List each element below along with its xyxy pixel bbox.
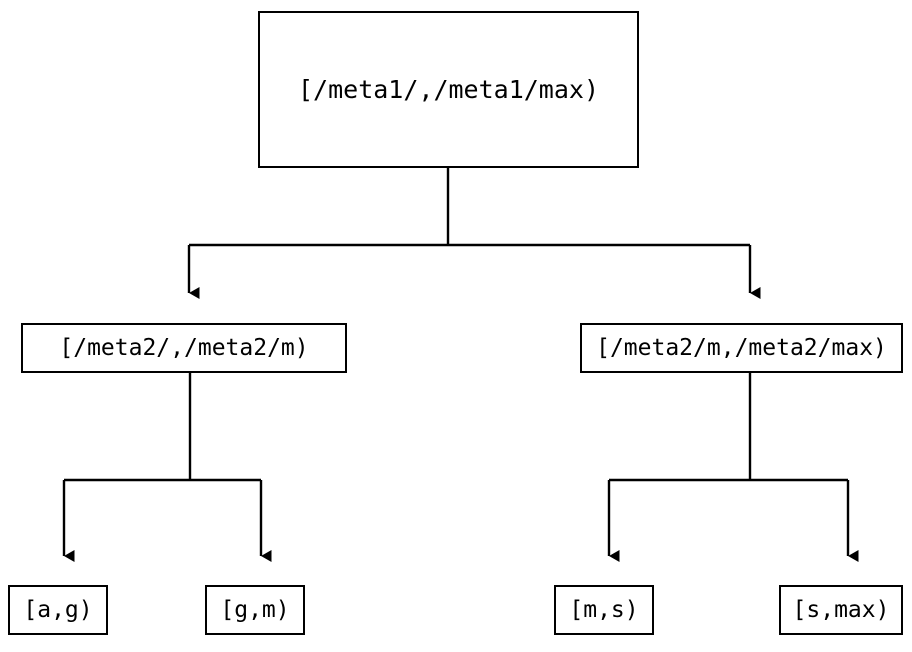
node-leaf-4-label: [s,max) <box>792 596 890 623</box>
node-leaf-2-label: [g,m) <box>220 596 290 623</box>
node-leaf-1-label: [a,g) <box>23 596 93 623</box>
node-mid-left[interactable]: [/meta2/,/meta2/m) <box>21 323 347 373</box>
node-leaf-3[interactable]: [m,s) <box>554 585 654 635</box>
node-root[interactable]: [/meta1/,/meta1/max) <box>258 11 639 168</box>
edge-mid-left-to-leaves <box>62 373 272 562</box>
edge-root-to-mid-level <box>187 168 761 299</box>
node-mid-left-label: [/meta2/,/meta2/m) <box>59 334 309 361</box>
node-leaf-1[interactable]: [a,g) <box>8 585 108 635</box>
node-leaf-3-label: [m,s) <box>569 596 639 623</box>
node-leaf-2[interactable]: [g,m) <box>205 585 305 635</box>
node-leaf-4[interactable]: [s,max) <box>779 585 903 635</box>
node-root-label: [/meta1/,/meta1/max) <box>297 75 600 104</box>
node-mid-right-label: [/meta2/m,/meta2/max) <box>596 334 887 361</box>
node-mid-right[interactable]: [/meta2/m,/meta2/max) <box>580 323 903 373</box>
edge-mid-right-to-leaves <box>607 373 859 562</box>
